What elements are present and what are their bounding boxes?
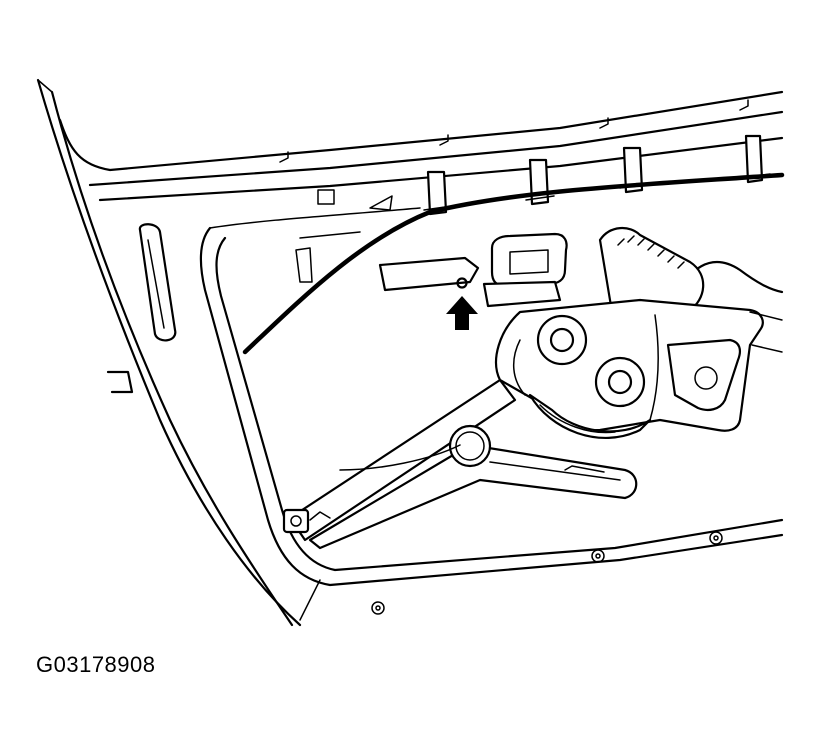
door-outer-panel [36,78,302,627]
rail-bolt [282,508,310,534]
up-arrow-icon [446,296,478,330]
figure-id-label: G03178908 [36,652,156,677]
window-channel-bracket [378,232,568,308]
panel-screw-holes [371,531,723,615]
door-window-regulator-diagram [36,78,785,627]
upper-brackets [295,189,393,283]
motor-gear-plate [495,227,783,432]
side-slot [106,223,177,394]
pivot-roller [339,424,492,471]
gear-sector-arm [528,393,652,439]
